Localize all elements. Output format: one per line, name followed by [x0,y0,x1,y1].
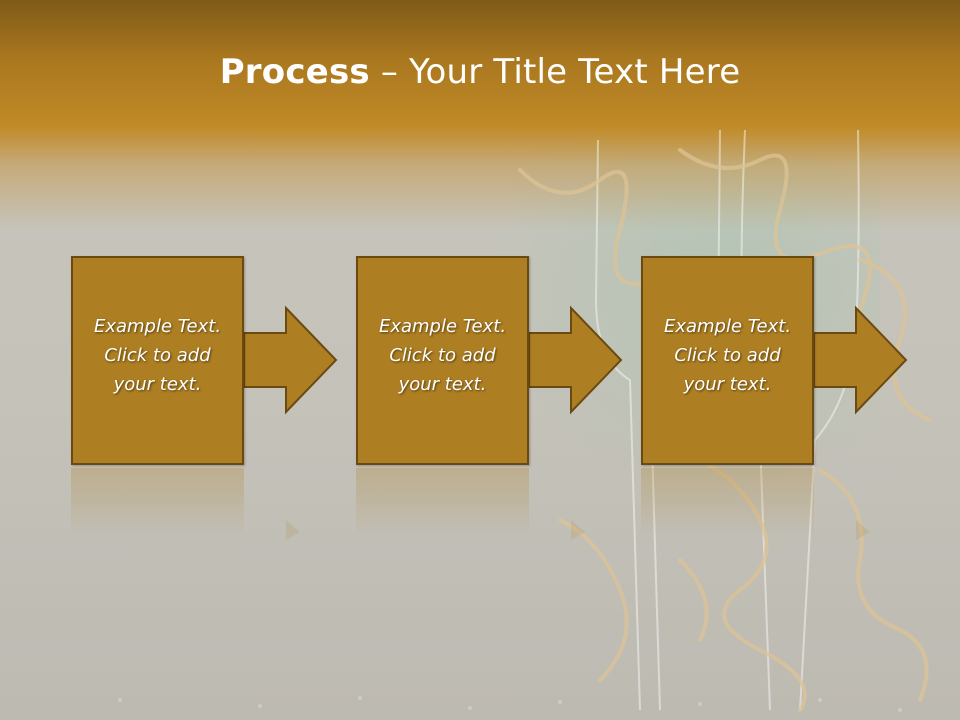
step-line: Example Text. [93,316,222,337]
title-strong: Process [219,52,370,92]
process-step-2[interactable]: Example Text. Click to add your text. [356,256,529,465]
step-line: Click to add [389,345,496,366]
step-line: Example Text. [378,316,507,337]
step-reflection [641,468,814,538]
step-line: Example Text. [663,316,792,337]
slide-title[interactable]: Process – Your Title Text Here [0,52,960,92]
step-line: Click to add [104,345,211,366]
step-line: your text. [683,374,772,395]
step-reflection [71,468,244,538]
step-reflection [356,468,529,538]
step-text[interactable]: Example Text. Click to add your text. [643,312,812,399]
step-text[interactable]: Example Text. Click to add your text. [73,312,242,399]
process-step-1[interactable]: Example Text. Click to add your text. [71,256,244,465]
title-band [0,0,960,230]
step-line: Click to add [674,345,781,366]
arrow-icon [243,305,908,415]
title-rest: – Your Title Text Here [369,52,741,92]
process-step-3[interactable]: Example Text. Click to add your text. [641,256,814,465]
step-line: your text. [113,374,202,395]
step-text[interactable]: Example Text. Click to add your text. [358,312,527,399]
step-line: your text. [398,374,487,395]
